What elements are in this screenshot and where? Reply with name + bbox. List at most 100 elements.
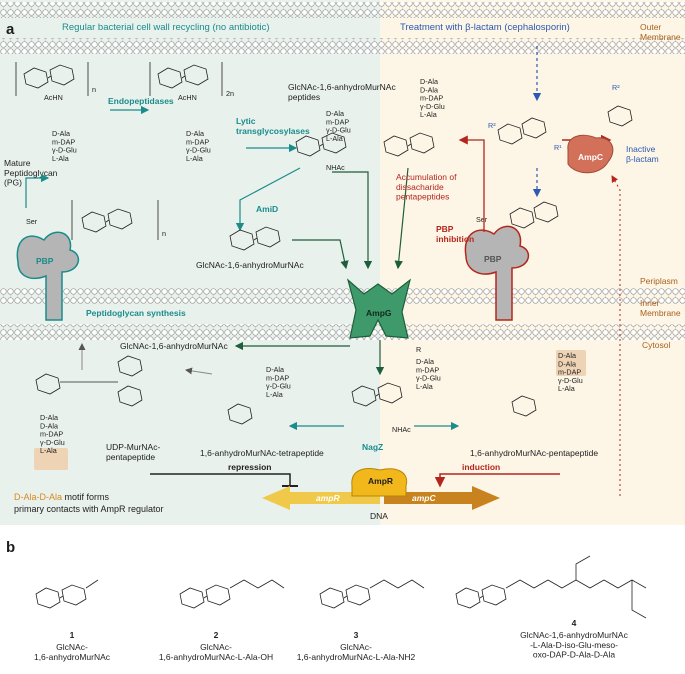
amid-label: AmiD: [256, 204, 278, 214]
panel-b-letter: b: [6, 539, 15, 556]
peptidoglycan-strand-lower: n: [71, 200, 166, 240]
cephalosporin-molecule: R² R¹: [488, 117, 562, 152]
repression-line: [150, 473, 291, 486]
outer-membrane: [0, 38, 685, 54]
udp-murnac-label: UDP-MurNAc-pentapeptide: [106, 442, 160, 462]
ampc-gene-label: ampC: [412, 493, 436, 503]
pbp-to-pg-arrow: [25, 173, 50, 208]
pbp-inhibited: PBP Ser: [464, 215, 530, 321]
svg-text:R²: R²: [612, 83, 620, 92]
nagz-label: NagZ: [362, 442, 383, 452]
udp-synthesis-arrow-1: [185, 367, 213, 375]
ampr-gene-label: ampR: [316, 493, 340, 503]
inner-membrane-top: [0, 288, 685, 304]
udp-murnac-molecule: [35, 355, 143, 407]
glcnac-anhydro-peri-label: GlcNAc-1,6-anhydroMurNAc: [196, 260, 304, 270]
svg-text:NHAc: NHAc: [392, 425, 411, 434]
compound-1-name: GlcNAc-1,6-anhydroMurNAc: [34, 642, 111, 662]
compound-2-name: GlcNAc-1,6-anhydroMurNAc-L-Ala-OH: [159, 642, 273, 662]
svg-text:Ser: Ser: [476, 215, 488, 224]
induction-line: [434, 473, 560, 488]
svg-text:AcHN: AcHN: [178, 93, 197, 102]
compound-3-number: 3: [354, 630, 359, 640]
endopeptidases-label: Endopeptidases: [108, 96, 174, 106]
svg-text:NHAc: NHAc: [326, 163, 345, 172]
compound-1-number: 1: [70, 630, 75, 640]
ampc-enzyme: AmpC: [567, 134, 614, 174]
compound-2-number: 2: [214, 630, 219, 640]
peptidoglycan-strand-2: 2n AcHN: [149, 62, 234, 102]
compound-4-number: 4: [572, 618, 577, 628]
periplasm-label: Periplasm: [640, 276, 678, 286]
cytosol-label: Cytosol: [642, 340, 670, 350]
pg-synthesis-label: Peptidoglycan synthesis: [86, 308, 186, 318]
pbp-left-label: PBP: [36, 256, 54, 266]
penta-to-ampg-arrow: [394, 167, 409, 270]
svg-text:R: R: [416, 345, 421, 354]
ampc-enzyme-label: AmpC: [578, 152, 603, 162]
pbp-right-label: PBP: [484, 254, 502, 264]
pentapeptide-label: 1,6-anhydroMurNAc-pentapeptide: [470, 448, 598, 458]
anhydro-to-ampg-arrow: [292, 239, 349, 270]
compound-4-structure: [455, 555, 647, 619]
right-header: Treatment with β-lactam (cephalosporin): [400, 22, 570, 33]
peptidoglycan-strand-1: n AcHN: [15, 62, 96, 102]
left-header: Regular bacterial cell wall recycling (n…: [62, 22, 270, 33]
ampg-transporter: AmpG: [346, 278, 412, 339]
tetrapeptide-label: 1,6-anhydroMurNAc-tetrapeptide: [200, 448, 324, 458]
induction-label: induction: [462, 462, 500, 472]
d-ala-highlight-penta: [556, 350, 586, 376]
pbp-inhibition-arrow: [458, 135, 485, 232]
pbp-left: PBP Ser: [16, 217, 80, 321]
svg-text:n: n: [162, 229, 166, 238]
ampr-gene-arrow: [262, 486, 380, 510]
compound-1-structure: [35, 579, 99, 609]
ampc-expression-arrow: [611, 175, 621, 496]
motif-note-line2: primary contacts with AmpR regulator: [14, 504, 164, 514]
glcnac-anhydro-cyto-label: GlcNAc-1,6-anhydroMurNAc: [120, 341, 228, 351]
ampg-label: AmpG: [366, 308, 392, 318]
ampr-regulator: AmpR: [351, 468, 408, 497]
amid-arrow: [235, 167, 301, 232]
ampc-gene-arrow: [384, 486, 500, 510]
inner-membrane-bottom: [0, 324, 685, 340]
compound-4-name: GlcNAc-1,6-anhydroMurNAc-L-Ala-D-iso-Glu…: [520, 630, 628, 660]
svg-text:R²: R²: [488, 121, 496, 130]
svg-text:Ser: Ser: [26, 217, 38, 226]
compound-3-structure: [319, 579, 425, 609]
ampr-label: AmpR: [368, 476, 393, 486]
inactive-blactam-molecule: R²: [607, 83, 633, 127]
compound-3-name: GlcNAc-1,6-anhydroMurNAc-L-Ala-NH2: [297, 642, 416, 662]
compound-2-structure: [179, 579, 285, 609]
right-background: [380, 0, 685, 525]
d-ala-highlight-udp: [34, 448, 68, 470]
motif-note-line1: D-Ala-D-Ala motif forms: [14, 492, 110, 502]
repression-label: repression: [228, 462, 271, 472]
peptides-to-ampg-arrow: [332, 171, 373, 270]
panel-a-letter: a: [6, 21, 15, 38]
dna-label: DNA: [370, 511, 388, 521]
svg-text:AcHN: AcHN: [44, 93, 63, 102]
svg-text:R¹: R¹: [554, 143, 562, 152]
top-membrane: [0, 2, 685, 18]
svg-text:n: n: [92, 85, 96, 94]
svg-text:2n: 2n: [226, 89, 234, 98]
